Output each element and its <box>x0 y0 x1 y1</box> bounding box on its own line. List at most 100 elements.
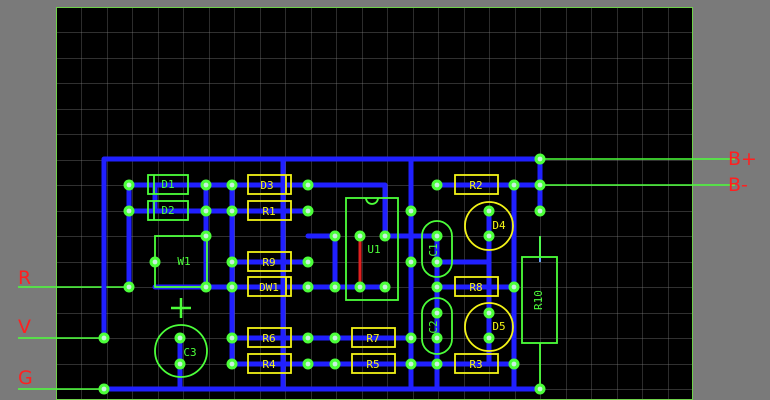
component-labels: D1 D2 W1 U1 C1 C2 C3 R10 D3 R1 R9 DW1 R6… <box>161 178 545 371</box>
pad-hole <box>152 259 158 265</box>
pad-hole <box>382 284 388 290</box>
pad-hole <box>126 284 132 290</box>
pad-hole <box>332 233 338 239</box>
d4-body <box>464 201 514 251</box>
pad-hole <box>408 361 414 367</box>
label-d5: D5 <box>492 320 505 333</box>
pad-hole <box>229 335 235 341</box>
r6-body <box>247 327 292 348</box>
pad-hole <box>511 284 517 290</box>
pad-hole <box>537 156 543 162</box>
r2-body <box>454 174 499 195</box>
pad-hole <box>305 208 311 214</box>
pad-hole <box>229 259 235 265</box>
pad-hole <box>203 208 209 214</box>
pad-hole <box>101 335 107 341</box>
d5-body <box>464 302 514 352</box>
pad-hole <box>511 182 517 188</box>
pad-hole <box>126 208 132 214</box>
pad-hole <box>305 284 311 290</box>
pad-hole <box>229 182 235 188</box>
pad-hole <box>434 233 440 239</box>
terminal-label-b-plus: B+ <box>728 148 757 170</box>
label-r3: R3 <box>469 358 482 371</box>
label-r5: R5 <box>366 358 379 371</box>
pad-hole <box>332 335 338 341</box>
terminal-labels: B+ B- R V G <box>18 148 757 389</box>
dw1-body <box>247 276 292 297</box>
r5-body <box>351 353 396 374</box>
pad-hole <box>408 259 414 265</box>
label-r7: R7 <box>366 332 379 345</box>
label-r1: R1 <box>262 205 275 218</box>
pad-hole <box>305 361 311 367</box>
pad-hole <box>203 233 209 239</box>
pad-hole <box>486 335 492 341</box>
label-u1: U1 <box>367 243 380 256</box>
r3-body <box>454 353 499 374</box>
pad-hole <box>229 208 235 214</box>
label-c2: C2 <box>427 320 440 333</box>
pad-hole <box>434 182 440 188</box>
pad-hole <box>229 284 235 290</box>
pads <box>98 153 546 395</box>
pad-hole <box>537 182 543 188</box>
pad-hole <box>408 208 414 214</box>
r8-body <box>454 276 499 297</box>
pad-hole <box>486 233 492 239</box>
d1-body <box>147 174 189 195</box>
terminal-label-r: R <box>18 267 31 289</box>
pad-hole <box>177 335 183 341</box>
terminal-label-v: V <box>18 316 31 338</box>
c1-body <box>421 220 453 278</box>
pad-hole <box>382 233 388 239</box>
d2-body <box>147 200 189 221</box>
label-r6: R6 <box>262 332 275 345</box>
pad-hole <box>101 386 107 392</box>
terminal-label-g: G <box>18 367 33 389</box>
pad-hole <box>537 208 543 214</box>
label-r2: R2 <box>469 179 482 192</box>
silkscreen <box>147 174 558 389</box>
d3-body <box>247 174 292 195</box>
pad-hole <box>434 284 440 290</box>
pad-hole <box>357 284 363 290</box>
pad-hole <box>434 361 440 367</box>
label-d4: D4 <box>492 219 506 232</box>
c2-body <box>421 297 453 355</box>
label-r10: R10 <box>532 290 545 310</box>
label-dw1: DW1 <box>259 281 279 294</box>
label-r8: R8 <box>469 281 482 294</box>
pad-hole <box>434 335 440 341</box>
pad-hole <box>126 182 132 188</box>
label-d2: D2 <box>161 204 174 217</box>
pad-hole <box>511 361 517 367</box>
pad-hole <box>305 335 311 341</box>
pad-hole <box>305 259 311 265</box>
pad-hole <box>177 361 183 367</box>
pad-hole <box>408 335 414 341</box>
pad-hole <box>434 310 440 316</box>
pad-hole <box>332 361 338 367</box>
external-wires <box>18 158 735 390</box>
label-d1: D1 <box>161 178 174 191</box>
label-r4: R4 <box>262 358 276 371</box>
pad-hole <box>434 259 440 265</box>
c3-body <box>154 324 208 378</box>
terminal-label-b-minus: B- <box>728 174 748 196</box>
pad-hole <box>203 284 209 290</box>
label-d3: D3 <box>260 179 273 192</box>
r9-body <box>247 251 292 272</box>
r4-body <box>247 353 292 374</box>
label-c3: C3 <box>183 346 196 359</box>
r7-body <box>351 327 396 348</box>
r1-body <box>247 200 292 221</box>
label-c1: C1 <box>427 243 440 256</box>
label-w1: W1 <box>177 255 190 268</box>
pad-hole <box>486 310 492 316</box>
u1-body <box>345 197 399 301</box>
pad-hole <box>486 208 492 214</box>
pad-hole <box>305 182 311 188</box>
pad-hole <box>229 361 235 367</box>
